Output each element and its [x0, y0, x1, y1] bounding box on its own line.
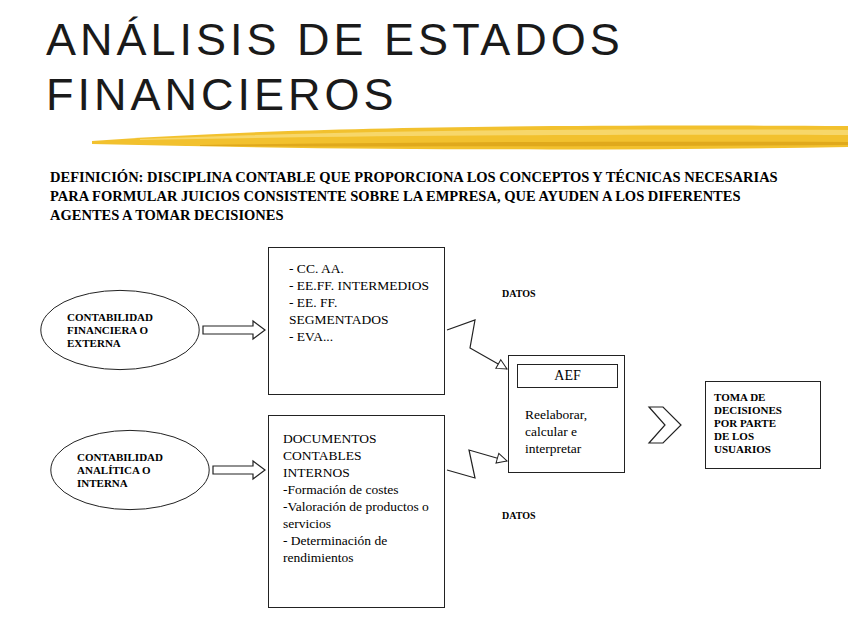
- result-box: TOMA DE DECISIONES POR PARTE DE LOS USUA…: [705, 381, 821, 469]
- node-text: - CC. AA.: [289, 260, 436, 277]
- block-arrow: [213, 461, 265, 479]
- label-box: AEF: [517, 364, 618, 388]
- node-text: DOCUMENTOS CONTABLES INTERNOS: [283, 430, 403, 481]
- node-text: -Valoración de productos o servicios: [283, 498, 436, 532]
- brush-stroke: [92, 126, 848, 150]
- definition-text: DEFINICIÓN: DISCIPLINA CONTABLE QUE PROP…: [50, 168, 795, 225]
- content-box: DOCUMENTOS CONTABLES INTERNOS-Formación …: [268, 415, 445, 608]
- node-text: TOMA DE DECISIONES POR PARTE DE LOS USUA…: [714, 391, 790, 456]
- node-text: - EE.FF. INTERMEDIOS: [289, 277, 436, 294]
- node-text: -Formación de costes: [283, 481, 436, 498]
- node-text: CONTABILIDAD FINANCIERA O EXTERNA: [67, 311, 178, 350]
- node-text: - EVA...: [289, 328, 436, 345]
- node-text: - EE. FF. SEGMENTADOS: [289, 294, 436, 328]
- content-box: - CC. AA.- EE.FF. INTERMEDIOS- EE. FF. S…: [268, 247, 445, 395]
- node-text: AEF: [522, 366, 613, 386]
- edge-label: DATOS: [500, 509, 538, 522]
- source-ellipse: CONTABILIDAD FINANCIERA O EXTERNA: [40, 290, 200, 370]
- zigzag-arrow: [447, 320, 507, 369]
- brush-streak: [140, 129, 848, 140]
- title: ANÁLISIS DE ESTADOS FINANCIEROS: [46, 12, 696, 122]
- node-text: Reelaborar, calcular e interpretar: [525, 406, 618, 457]
- edge-label: DATOS: [500, 287, 538, 300]
- brush-streak: [200, 142, 848, 147]
- source-ellipse: CONTABILIDAD ANALÍTICA O INTERNA: [50, 430, 210, 510]
- node-text: - Determinación de rendimientos: [283, 532, 436, 566]
- zigzag-arrow: [447, 450, 507, 478]
- process-box: Reelaborar, calcular e interpretar AEF: [508, 355, 625, 473]
- block-arrow: [203, 321, 265, 339]
- node-text: CONTABILIDAD ANALÍTICA O INTERNA: [77, 451, 188, 490]
- block-arrow: [649, 407, 681, 443]
